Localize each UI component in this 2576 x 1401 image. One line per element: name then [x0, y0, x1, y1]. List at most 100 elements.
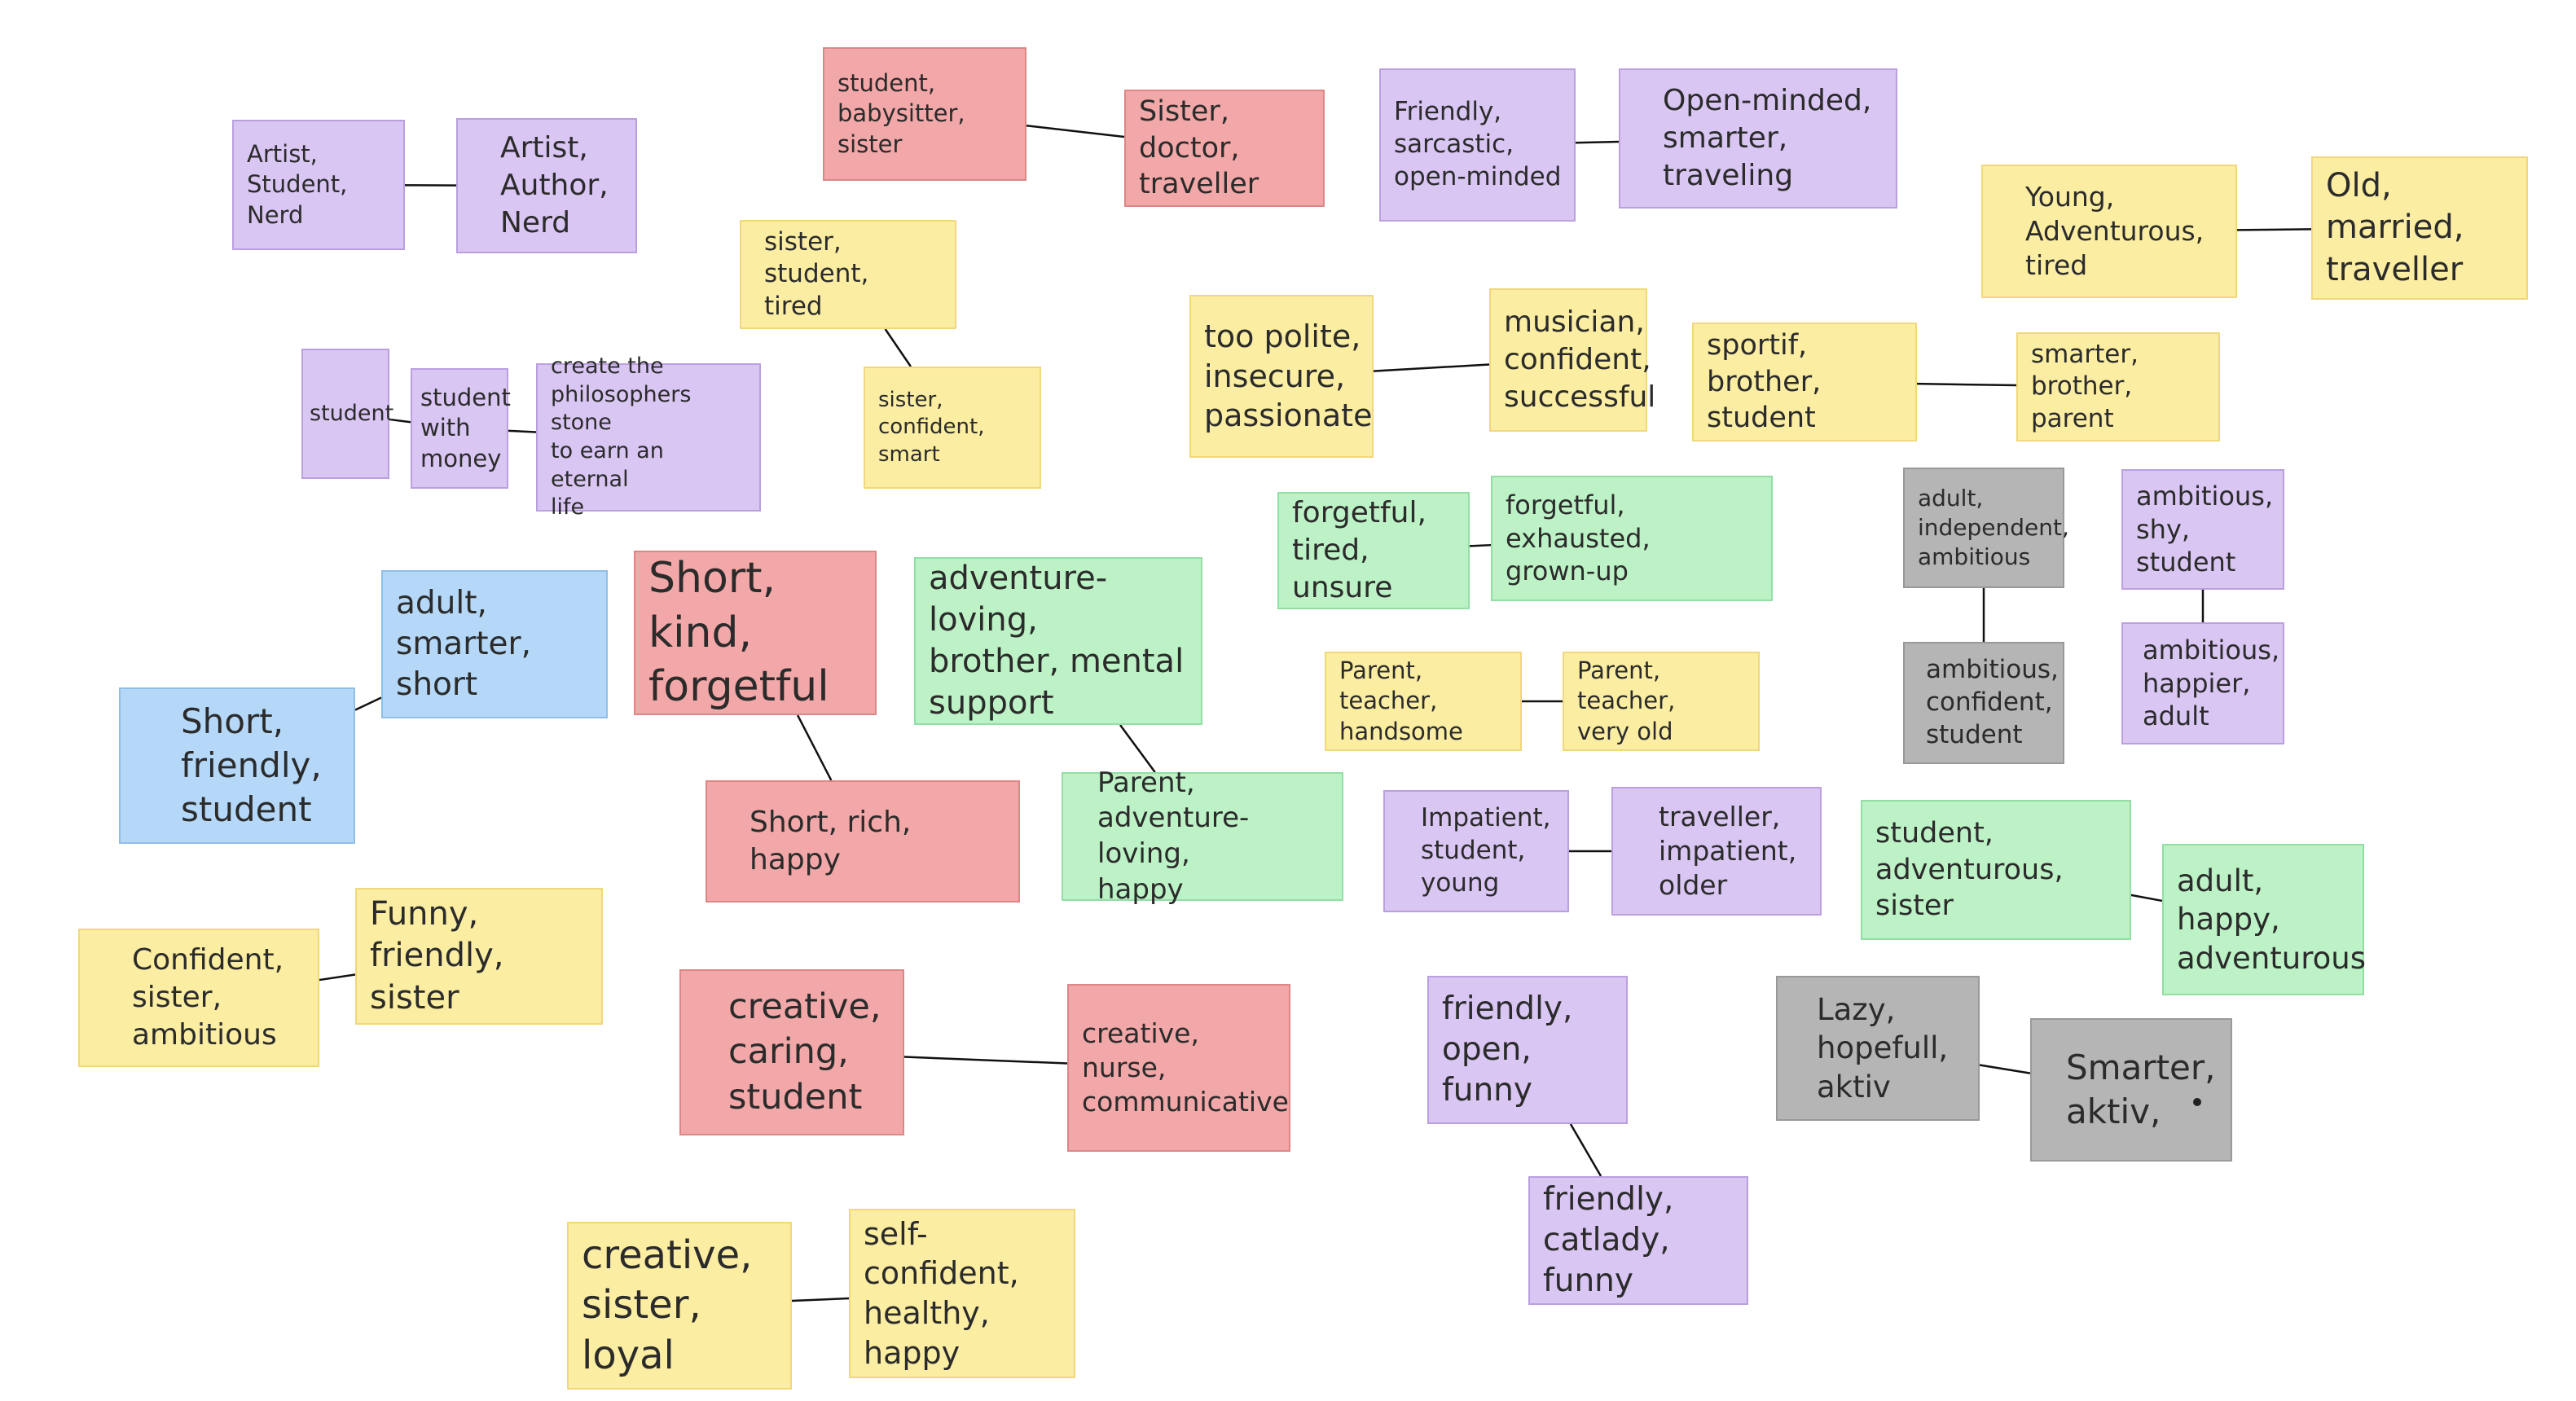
- sticky-note-friendly-sarcastic[interactable]: Friendly, sarcastic, open-minded: [1379, 68, 1576, 222]
- sticky-note-student[interactable]: student: [301, 349, 393, 479]
- note-text: Sister, doctor, traveller: [1139, 94, 1259, 201]
- note-text: Impatient, student, young: [1421, 803, 1551, 898]
- note-text: Parent, adventure-loving, happy: [1097, 766, 1250, 906]
- connector-sister_student_tired-sister_confident_smart: [884, 328, 912, 367]
- sticky-note-creative-sister-loyal[interactable]: creative, sister, loyal: [567, 1222, 792, 1390]
- sticky-note-parent-adventure-loving[interactable]: Parent, adventure-loving, happy: [1062, 766, 1343, 906]
- sticky-note-funny-friendly-sister[interactable]: Funny, friendly, sister: [355, 888, 603, 1025]
- note-text: forgetful, tired, unsure: [1292, 495, 1426, 605]
- sticky-note-ambitious-shy[interactable]: ambitious, shy, student: [2121, 469, 2284, 590]
- connector-short_kind-short_rich: [796, 714, 833, 781]
- sticky-note-short-kind-forgetful[interactable]: Short, kind, forgetful: [634, 551, 877, 715]
- note-text: musician, confident, successful: [1504, 305, 1656, 415]
- sticky-note-open-minded-smarter[interactable]: Open-minded, smarter, traveling: [1619, 68, 1897, 209]
- note-text: sportif, brother, student: [1707, 328, 1822, 435]
- sticky-note-parent-teacher-very-old[interactable]: Parent, teacher, very old: [1563, 652, 1760, 751]
- note-text: adult, independent, ambitious: [1918, 485, 2069, 570]
- note-text: too polite, insecure, passionate: [1204, 318, 1373, 434]
- note-text: Short, rich, happy: [750, 805, 912, 876]
- note-text: ambitious, happier, adult: [2143, 634, 2280, 732]
- sticky-note-student-adventurous-sister[interactable]: student, adventurous, sister: [1861, 800, 2131, 940]
- sticky-note-forgetful-tired[interactable]: forgetful, tired, unsure: [1277, 492, 1470, 609]
- note-text: Young, Adventurous, tired: [2025, 180, 2205, 282]
- note-text: Friendly, sarcastic, open-minded: [1394, 97, 1562, 191]
- note-text: creative, caring, student: [728, 986, 881, 1118]
- sticky-note-philosophers-stone[interactable]: create the philosophers stone to earn an…: [536, 354, 761, 520]
- sticky-note-sister-confident-smart[interactable]: sister, confident, smart: [864, 367, 1041, 489]
- note-text: Lazy, hopefull, aktiv: [1817, 991, 1949, 1105]
- sticky-note-friendly-catlady-funny[interactable]: friendly, catlady, funny: [1528, 1176, 1748, 1305]
- sticky-note-creative-nurse[interactable]: creative, nurse, communicative: [1067, 984, 1290, 1152]
- note-text: Confident, sister, ambitious: [132, 942, 284, 1052]
- note-text: traveller, impatient, older: [1659, 800, 1797, 902]
- sticky-note-short-friendly-student[interactable]: Short, friendly, student: [119, 687, 355, 844]
- sticky-note-adult-happy-adventurous[interactable]: adult, happy, adventurous: [2162, 844, 2366, 995]
- connector-friendly_open-friendly_catlady: [1569, 1123, 1602, 1177]
- sticky-note-adult-smarter-short[interactable]: adult, smarter, short: [381, 570, 608, 718]
- connector-friendly_sarcastic-open_minded: [1575, 140, 1620, 144]
- sticky-note-musician-confident[interactable]: musician, confident, successful: [1489, 288, 1655, 432]
- connector-confident_sister-funny_friendly: [319, 973, 356, 982]
- sticky-note-too-polite-insecure[interactable]: too polite, insecure, passionate: [1189, 295, 1374, 458]
- note-text: student, babysitter, sister: [837, 69, 965, 158]
- connector-too_polite-musician: [1373, 363, 1490, 372]
- note-text: student, adventurous, sister: [1875, 816, 2064, 923]
- sticky-note-confident-sister-ambitious[interactable]: Confident, sister, ambitious: [78, 929, 319, 1067]
- sticky-note-short-rich-happy[interactable]: Short, rich, happy: [706, 780, 1020, 903]
- note-text: ambitious, confident, student: [1926, 655, 2059, 749]
- sticky-note-adventure-loving[interactable]: adventure-loving, brother, mental suppor…: [914, 557, 1202, 725]
- note-text: self-confident, healthy, happy: [864, 1215, 1019, 1371]
- note-text: adventure-loving, brother, mental suppor…: [929, 559, 1185, 722]
- note-text: Short, kind, forgetful: [648, 554, 829, 712]
- connector-student_babysitter-sister_doctor: [1026, 125, 1125, 138]
- sticky-note-old-married-traveller[interactable]: Old, married, traveller: [2311, 156, 2528, 300]
- marker-dot: [2193, 1098, 2201, 1106]
- note-text: Artist, Student, Nerd: [247, 140, 348, 229]
- note-text: Old, married, traveller: [2326, 167, 2464, 288]
- note-text: friendly, open, funny: [1442, 990, 1573, 1109]
- connector-young_adventurous-old_married: [2236, 228, 2312, 231]
- connector-short_friendly-adult_smarter_short: [354, 696, 382, 711]
- note-text: creative, nurse, communicative: [1082, 1017, 1289, 1118]
- sticky-note-smarter-brother-parent[interactable]: smarter, brother, parent: [2016, 332, 2220, 441]
- note-text: sister, student, tired: [764, 226, 869, 321]
- connector-student-student_money: [389, 418, 411, 424]
- note-text: Parent, teacher, very old: [1577, 657, 1676, 745]
- sticky-note-smarter-aktiv[interactable]: Smarter, aktiv,: [2030, 1018, 2232, 1162]
- note-text: adult, happy, adventurous: [2177, 863, 2366, 976]
- sticky-note-artist-author-nerd[interactable]: Artist, Author, Nerd: [456, 118, 637, 253]
- sticky-note-parent-teacher-handsome[interactable]: Parent, teacher, handsome: [1325, 652, 1522, 751]
- sticky-note-ambitious-confident[interactable]: ambitious, confident, student: [1903, 642, 2064, 764]
- connector-lazy_hopefull-smarter_aktiv: [1979, 1064, 2031, 1074]
- sticky-note-impatient-student[interactable]: Impatient, student, young: [1383, 790, 1569, 912]
- note-text: sister, confident, smart: [878, 388, 985, 467]
- sticky-note-friendly-open-funny[interactable]: friendly, open, funny: [1427, 976, 1628, 1124]
- note-text: forgetful, exhausted, grown-up: [1506, 489, 1651, 587]
- connector-student_adventurous-adult_happy: [2130, 894, 2163, 903]
- sticky-note-traveller-impatient[interactable]: traveller, impatient, older: [1611, 787, 1822, 916]
- sticky-note-forgetful-exhausted[interactable]: forgetful, exhausted, grown-up: [1491, 476, 1773, 601]
- connector-student_money-philosophers_stone: [508, 429, 537, 433]
- sticky-note-student-babysitter-sister[interactable]: student, babysitter, sister: [823, 47, 1026, 181]
- sticky-note-sister-student-tired[interactable]: sister, student, tired: [740, 220, 956, 329]
- connector-forgetful_tired-forgetful_exhausted: [1469, 543, 1492, 547]
- sticky-note-self-confident-healthy[interactable]: self-confident, healthy, happy: [849, 1209, 1075, 1378]
- connector-adventure_loving-parent_adventure: [1119, 724, 1156, 773]
- sticky-note-artist-student-nerd[interactable]: Artist, Student, Nerd: [232, 120, 405, 250]
- note-text: Short, friendly, student: [181, 701, 322, 829]
- sticky-note-creative-caring-student[interactable]: creative, caring, student: [679, 969, 904, 1135]
- sticky-note-adult-independent[interactable]: adult, independent, ambitious: [1903, 468, 2069, 588]
- sticky-note-young-adventurous[interactable]: Young, Adventurous, tired: [1981, 165, 2237, 298]
- sticky-note-student-with-money[interactable]: student with money: [411, 368, 511, 489]
- connector-creative_sister_loyal-self_confident: [791, 1297, 850, 1302]
- sticky-note-sister-doctor-traveller[interactable]: Sister, doctor, traveller: [1124, 90, 1325, 207]
- sticky-note-ambitious-happier[interactable]: ambitious, happier, adult: [2121, 622, 2284, 744]
- sticky-note-lazy-hopefull-aktiv[interactable]: Lazy, hopefull, aktiv: [1776, 976, 1980, 1121]
- sticky-note-sportif-brother[interactable]: sportif, brother, student: [1692, 323, 1917, 441]
- note-text: creative, sister, loyal: [582, 1232, 753, 1378]
- note-text: student with money: [420, 384, 511, 472]
- note-text: Funny, friendly, sister: [370, 895, 504, 1017]
- note-text: Smarter, aktiv,: [2066, 1047, 2216, 1131]
